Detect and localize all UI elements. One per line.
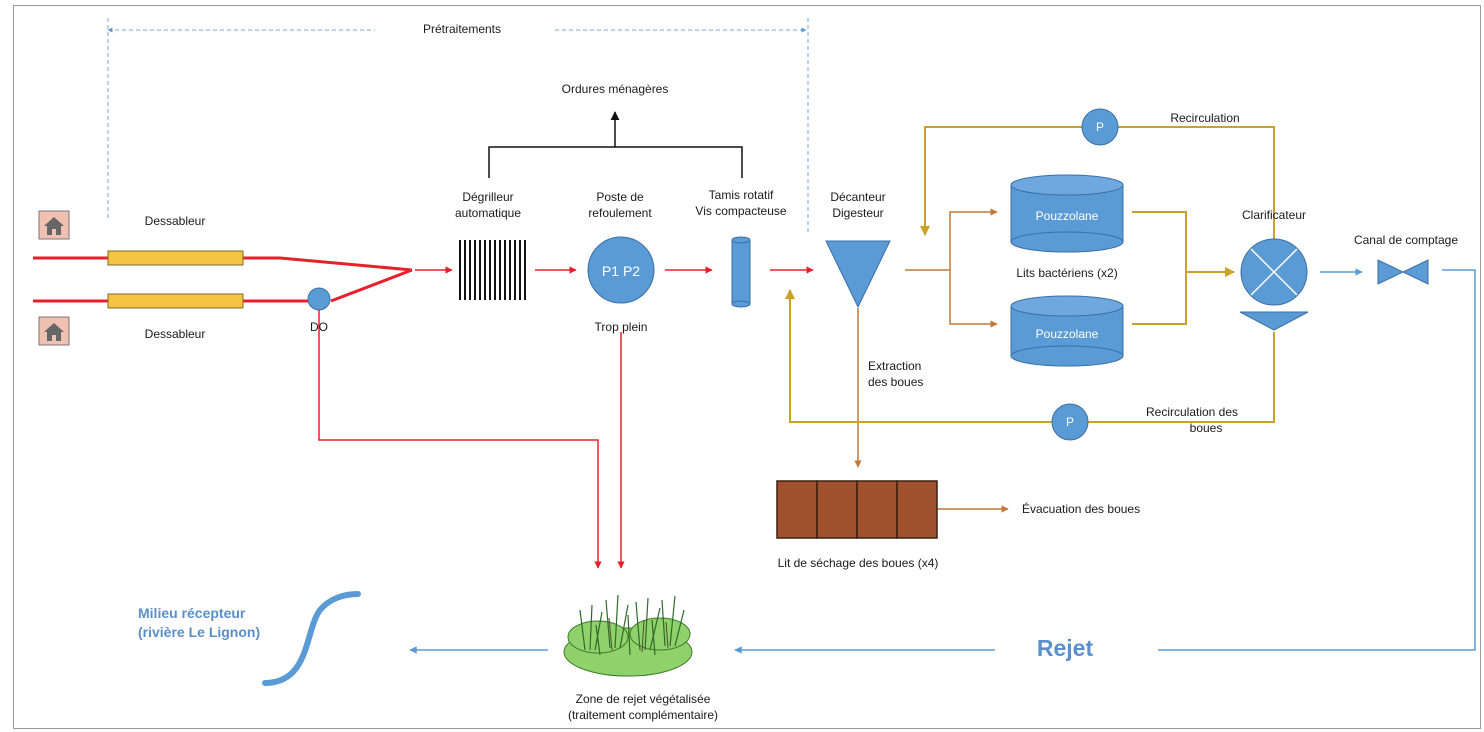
poste-refoulement-label: Poste de refoulement [588, 190, 651, 221]
recirculation-label: Recirculation [1170, 111, 1240, 125]
canal-comptage-valve [1377, 259, 1429, 285]
decanteur-cone [825, 240, 891, 309]
river-icon [262, 591, 361, 686]
red-flow-arrows [318, 266, 814, 569]
pump-recirculation-top [1081, 108, 1119, 146]
pump-recirculation-boues [1051, 403, 1089, 441]
extraction-label-line1: Extraction [868, 359, 922, 373]
poste-label-line2: refoulement [588, 205, 652, 220]
tamis-cylinder [731, 236, 751, 308]
lit-sechage-beds [776, 480, 938, 539]
recirc-boues-line1: Recirculation des [1145, 405, 1239, 419]
degrilleur-label-line2: automatique [454, 205, 522, 220]
recirculation-boues-label: Recirculation des boues [1146, 405, 1238, 436]
lit-bacterien-bottom [1010, 295, 1124, 367]
ordures-menageres-label: Ordures ménagères [561, 82, 669, 96]
ordures-bracket [488, 111, 743, 178]
dessableur-bottom [107, 293, 244, 309]
recirc-boues-line2: boues [1189, 420, 1223, 435]
clarificateur-label: Clarificateur [1241, 208, 1307, 222]
tamis-label-line1: Tamis rotatif [708, 188, 774, 202]
dessableur-top [107, 250, 244, 266]
pump-recirc-boues-label: P [1065, 415, 1075, 429]
evacuation-boues-label: Évacuation des boues [1022, 502, 1141, 516]
tamis-label-line2: Vis compacteuse [695, 203, 787, 218]
gold-flow-lines [785, 126, 1275, 423]
house-icon [38, 210, 70, 240]
pouzzolane-bottom-label: Pouzzolane [1035, 327, 1099, 341]
zone-label-line1: Zone de rejet végétalisée [575, 692, 711, 706]
do-label: DO [310, 320, 328, 334]
lit-bacterien-top [1010, 174, 1124, 253]
tamis-rotatif-label: Tamis rotatif Vis compacteuse [695, 188, 786, 219]
diagram-frame [13, 5, 1481, 729]
inlet-pipes [33, 256, 413, 303]
pump-p1-p2-label: P1 P2 [601, 263, 641, 279]
poste-label-line1: Poste de [596, 190, 644, 204]
decanteur-label-line1: Décanteur [830, 190, 886, 204]
pouzzolane-top-label: Pouzzolane [1035, 209, 1099, 223]
do-overflow-node [307, 287, 331, 311]
degrilleur-screen [459, 240, 526, 300]
milieu-recepteur-label: Milieu récepteur (rivière Le Lignon) [138, 604, 260, 642]
milieu-label-line1: Milieu récepteur [138, 605, 246, 621]
zone-label-line2: (traitement complémentaire) [567, 707, 719, 722]
house-icon [38, 316, 70, 346]
decanteur-digesteur-label: Décanteur Digesteur [830, 190, 885, 221]
trop-plein-label: Trop plein [594, 320, 648, 334]
vegetated-zone-icon [563, 594, 693, 677]
dessableur-bottom-label: Dessableur [144, 327, 206, 341]
brown-flow-lines [854, 208, 1009, 513]
canal-comptage-label: Canal de comptage [1353, 233, 1459, 247]
pretraitements-label: Prétraitements [422, 22, 502, 36]
extraction-label-line2: des boues [868, 374, 924, 389]
degrilleur-label-line1: Dégrilleur [462, 190, 514, 204]
pretraitements-bracket [107, 18, 809, 235]
zone-rejet-label: Zone de rejet végétalisée (traitement co… [568, 692, 718, 723]
dessableur-top-label: Dessableur [144, 214, 206, 228]
rejet-label: Rejet [1036, 635, 1094, 661]
pump-p1-p2 [587, 236, 655, 304]
milieu-label-line2: (rivière Le Lignon) [138, 623, 261, 640]
degrilleur-label: Dégrilleur automatique [455, 190, 521, 221]
lit-sechage-label: Lit de séchage des boues (x4) [777, 556, 939, 570]
blue-flow-lines [409, 268, 1476, 654]
lits-bacteriens-label: Lits bactériens (x2) [1016, 266, 1118, 280]
decanteur-label-line2: Digesteur [832, 205, 884, 220]
clarificateur [1239, 238, 1309, 331]
pump-recirculation-label: P [1095, 120, 1105, 134]
extraction-boues-label: Extraction des boues [868, 359, 923, 390]
